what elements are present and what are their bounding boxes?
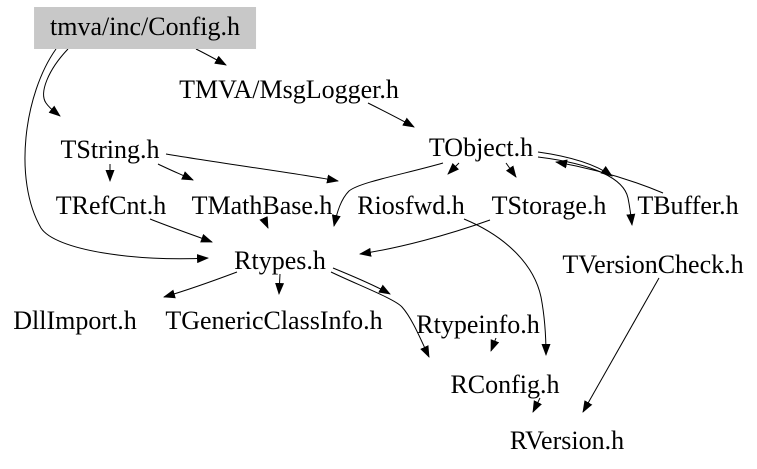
- edge-tobject-rtypes: [331, 162, 444, 227]
- edge-rtypes-dllimport: [163, 271, 238, 299]
- edge-tstring-tmathbase: [157, 163, 194, 181]
- edge-rtypes-tgenericclassinfo: [275, 273, 285, 295]
- graph-node-dllimport[interactable]: DllImport.h: [13, 306, 137, 335]
- edge-tbuffer-tobject: [555, 159, 664, 194]
- edge-riosfwd-rconfig: [463, 218, 551, 356]
- graph-node-tobject[interactable]: TObject.h: [428, 133, 534, 162]
- edge-config-tstring: [43, 48, 69, 117]
- edge-trefcnt-rtypes: [149, 218, 213, 243]
- graph-node-tgenericclassinfo[interactable]: TGenericClassInfo.h: [165, 306, 383, 335]
- edge-rtypes-rconfig: [330, 271, 430, 358]
- graph-node-rconfig[interactable]: RConfig.h: [450, 370, 560, 399]
- edge-config-msglogger: [195, 48, 227, 66]
- edge-rtypeinfo-rconfig: [490, 337, 500, 352]
- graph-node-rtypeinfo[interactable]: Rtypeinfo.h: [416, 310, 540, 339]
- graph-node-riosfwd[interactable]: Riosfwd.h: [357, 191, 465, 220]
- edge-tobject-tversioncheck: [537, 156, 636, 226]
- edge-tstring-riosfwd: [165, 153, 339, 184]
- edge-msglogger-tobject: [367, 102, 415, 128]
- graph-node-tstring[interactable]: TString.h: [60, 135, 160, 164]
- edge-config-rtypes: [24, 48, 209, 264]
- graph-node-config[interactable]: tmva/inc/Config.h: [34, 7, 256, 49]
- graph-node-trefcnt[interactable]: TRefCnt.h: [55, 191, 167, 220]
- edge-tobject-tstorage: [505, 162, 517, 178]
- edge-tobject-tbuffer: [537, 151, 613, 177]
- graph-node-tbuffer[interactable]: TBuffer.h: [637, 191, 739, 220]
- edge-rtypes-rtypeinfo: [332, 267, 391, 295]
- graph-node-rtypes[interactable]: Rtypes.h: [234, 246, 326, 275]
- edge-tobject-riosfwd: [447, 162, 460, 175]
- graph-node-msglogger[interactable]: TMVA/MsgLogger.h: [179, 75, 399, 104]
- edge-rconfig-rversion: [532, 397, 542, 413]
- graph-node-tmathbase[interactable]: TMathBase.h: [191, 191, 333, 220]
- edge-tversioncheck-rversion: [582, 277, 660, 413]
- edge-tmathbase-rtypes: [259, 216, 269, 229]
- graph-node-tversioncheck[interactable]: TVersionCheck.h: [562, 250, 744, 279]
- graph-node-rversion[interactable]: RVersion.h: [509, 426, 625, 455]
- graph-node-tstorage[interactable]: TStorage.h: [491, 191, 607, 220]
- edge-tstorage-rtypes: [359, 219, 491, 257]
